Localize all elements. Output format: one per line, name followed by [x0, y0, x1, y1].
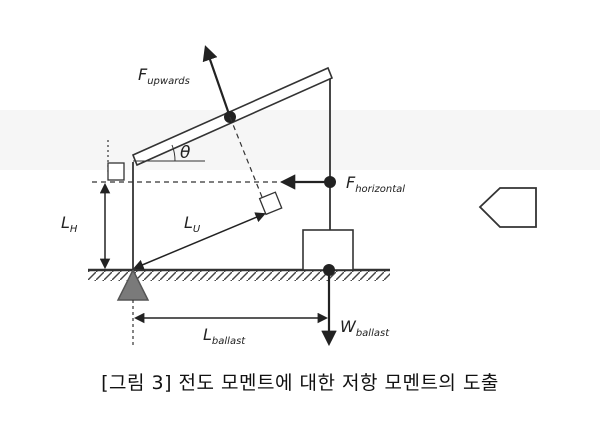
ballast-block	[302, 229, 354, 271]
figure-caption: [그림 3] 전도 모멘트에 대한 저항 모멘트의 도출	[101, 372, 499, 394]
ground-hatch	[88, 271, 390, 281]
f-horizontal-label: Fhorizontal	[346, 173, 405, 195]
l-u-dimension	[133, 212, 266, 270]
right-angle-marker-left	[107, 162, 125, 181]
f-upwards-label: Fupwards	[138, 65, 190, 87]
w-ballast-point	[323, 264, 335, 276]
side-pentagon-icon	[478, 187, 537, 228]
angle-arc	[171, 144, 176, 162]
w-ballast-label: Wballast	[340, 317, 390, 339]
theta-label: θ	[180, 143, 191, 163]
f-upwards-arrow	[202, 45, 232, 118]
right-angle-marker-lu	[258, 191, 283, 216]
l-h-label: LH	[61, 213, 78, 235]
f-horizontal-point	[324, 176, 336, 188]
l-u-label: LU	[184, 213, 201, 235]
f-upwards-dashed	[229, 116, 269, 213]
watermark-band	[0, 110, 600, 170]
l-ballast-label: Lballast	[203, 325, 246, 347]
